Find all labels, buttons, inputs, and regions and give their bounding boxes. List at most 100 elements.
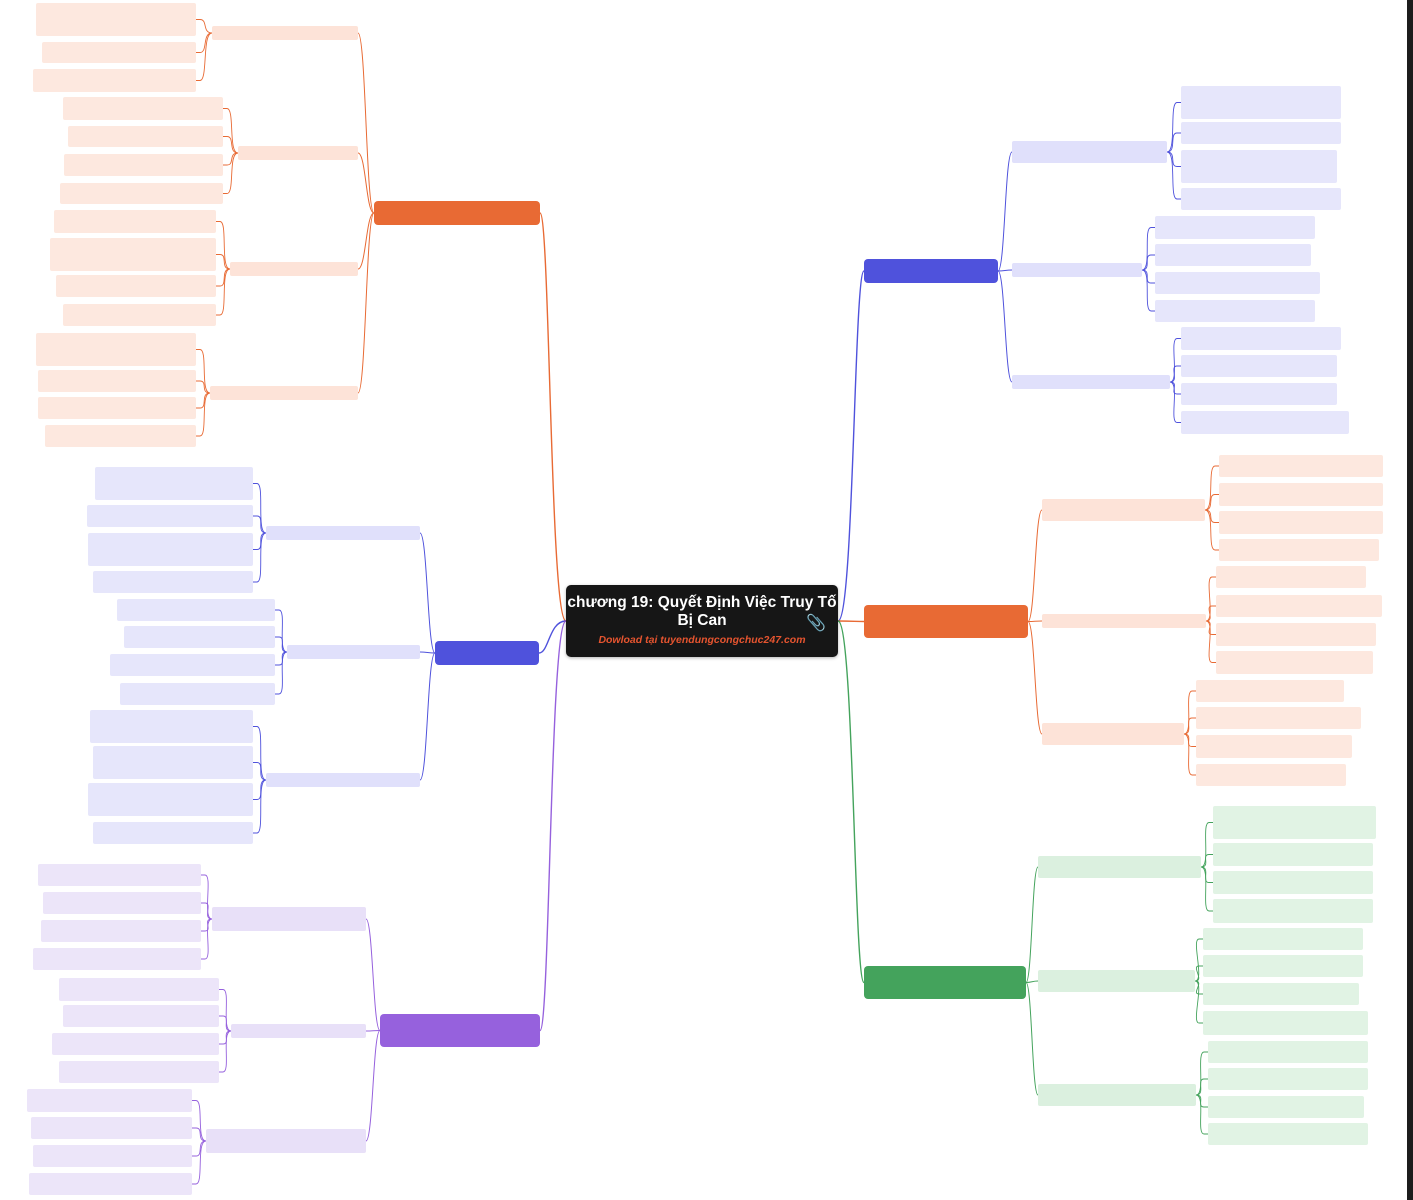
subtopic[interactable] [1042, 614, 1206, 628]
subtopic[interactable] [231, 1024, 366, 1038]
leaf-item[interactable] [1219, 483, 1383, 506]
subtopic[interactable] [266, 526, 420, 540]
leaf-item[interactable] [63, 304, 216, 326]
leaf-item[interactable] [120, 683, 275, 705]
leaf-item[interactable] [1208, 1123, 1368, 1145]
leaf-item[interactable] [50, 238, 216, 271]
branch-5[interactable] [864, 605, 1028, 638]
leaf-item[interactable] [41, 920, 201, 942]
subtopic[interactable] [206, 1129, 366, 1153]
subtopic[interactable] [1012, 263, 1142, 277]
leaf-item[interactable] [1196, 680, 1344, 702]
subtopic[interactable] [1042, 499, 1205, 521]
leaf-item[interactable] [1203, 1011, 1368, 1035]
leaf-item[interactable] [64, 154, 223, 176]
leaf-item[interactable] [1219, 511, 1383, 534]
leaf-item[interactable] [93, 746, 253, 779]
leaf-item[interactable] [60, 183, 223, 204]
subtopic[interactable] [266, 773, 420, 787]
leaf-item[interactable] [1216, 623, 1376, 646]
leaf-item[interactable] [1181, 188, 1341, 210]
leaf-item[interactable] [63, 97, 223, 120]
subtopic[interactable] [287, 645, 420, 659]
leaf-item[interactable] [33, 948, 201, 970]
leaf-item[interactable] [33, 69, 196, 92]
leaf-item[interactable] [31, 1117, 192, 1139]
leaf-item[interactable] [43, 892, 201, 914]
leaf-item[interactable] [1213, 899, 1373, 923]
leaf-item[interactable] [1196, 735, 1352, 758]
leaf-item[interactable] [1181, 327, 1341, 350]
leaf-item[interactable] [54, 210, 216, 233]
leaf-item[interactable] [1203, 928, 1363, 950]
leaf-item[interactable] [1213, 871, 1373, 894]
root-subtitle[interactable]: Dowload tại tuyendungcongchuc247.com [598, 634, 806, 646]
leaf-item[interactable] [1203, 955, 1363, 977]
subtopic[interactable] [210, 386, 358, 400]
subtopic[interactable] [1012, 375, 1170, 389]
subtopic[interactable] [230, 262, 358, 276]
leaf-item[interactable] [1196, 707, 1361, 729]
leaf-item[interactable] [27, 1089, 192, 1112]
leaf-item[interactable] [88, 783, 253, 816]
leaf-item[interactable] [1155, 272, 1320, 294]
leaf-item[interactable] [93, 822, 253, 844]
leaf-item[interactable] [1208, 1096, 1364, 1118]
leaf-item[interactable] [59, 978, 219, 1001]
leaf-item[interactable] [1216, 651, 1373, 674]
subtopic[interactable] [1038, 970, 1195, 992]
leaf-item[interactable] [1181, 355, 1337, 377]
branch-4[interactable] [864, 259, 998, 283]
leaf-item[interactable] [90, 710, 253, 743]
leaf-item[interactable] [42, 42, 196, 63]
branch-6[interactable] [864, 966, 1026, 999]
leaf-item[interactable] [1208, 1041, 1368, 1063]
root-node[interactable]: chương 19: Quyết Định Việc Truy Tố Bị Ca… [566, 585, 838, 657]
subtopic[interactable] [1038, 1084, 1196, 1106]
leaf-item[interactable] [93, 571, 253, 593]
subtopic[interactable] [238, 146, 358, 160]
leaf-item[interactable] [88, 533, 253, 566]
leaf-item[interactable] [1213, 843, 1373, 866]
subtopic[interactable] [212, 907, 366, 931]
leaf-item[interactable] [1203, 983, 1359, 1005]
leaf-item[interactable] [95, 467, 253, 500]
leaf-item[interactable] [1196, 764, 1346, 786]
leaf-item[interactable] [36, 333, 196, 366]
leaf-item[interactable] [38, 370, 196, 392]
branch-3[interactable] [380, 1014, 540, 1047]
leaf-item[interactable] [1181, 411, 1349, 434]
leaf-item[interactable] [1181, 150, 1337, 183]
leaf-item[interactable] [38, 864, 201, 886]
leaf-item[interactable] [1155, 216, 1315, 239]
branch-1[interactable] [374, 201, 540, 225]
leaf-item[interactable] [1216, 595, 1382, 617]
leaf-item[interactable] [124, 626, 275, 648]
leaf-item[interactable] [59, 1061, 219, 1083]
leaf-item[interactable] [33, 1145, 192, 1167]
leaf-item[interactable] [1219, 455, 1383, 477]
leaf-item[interactable] [1181, 122, 1341, 144]
subtopic[interactable] [1012, 141, 1167, 163]
leaf-item[interactable] [87, 505, 253, 527]
leaf-item[interactable] [52, 1033, 219, 1055]
attachment-icon[interactable]: 📎 [806, 615, 826, 632]
leaf-item[interactable] [1181, 383, 1337, 405]
subtopic[interactable] [1042, 723, 1184, 745]
leaf-item[interactable] [45, 425, 196, 447]
branch-2[interactable] [435, 641, 539, 665]
leaf-item[interactable] [1155, 300, 1315, 322]
leaf-item[interactable] [1155, 244, 1311, 266]
leaf-item[interactable] [1219, 539, 1379, 561]
leaf-item[interactable] [117, 599, 275, 621]
leaf-item[interactable] [56, 275, 216, 297]
leaf-item[interactable] [68, 126, 223, 147]
leaf-item[interactable] [1208, 1068, 1368, 1090]
leaf-item[interactable] [36, 3, 196, 36]
leaf-item[interactable] [1181, 86, 1341, 119]
leaf-item[interactable] [1216, 566, 1366, 588]
leaf-item[interactable] [1213, 806, 1376, 839]
leaf-item[interactable] [29, 1173, 192, 1195]
subtopic[interactable] [1038, 856, 1201, 878]
